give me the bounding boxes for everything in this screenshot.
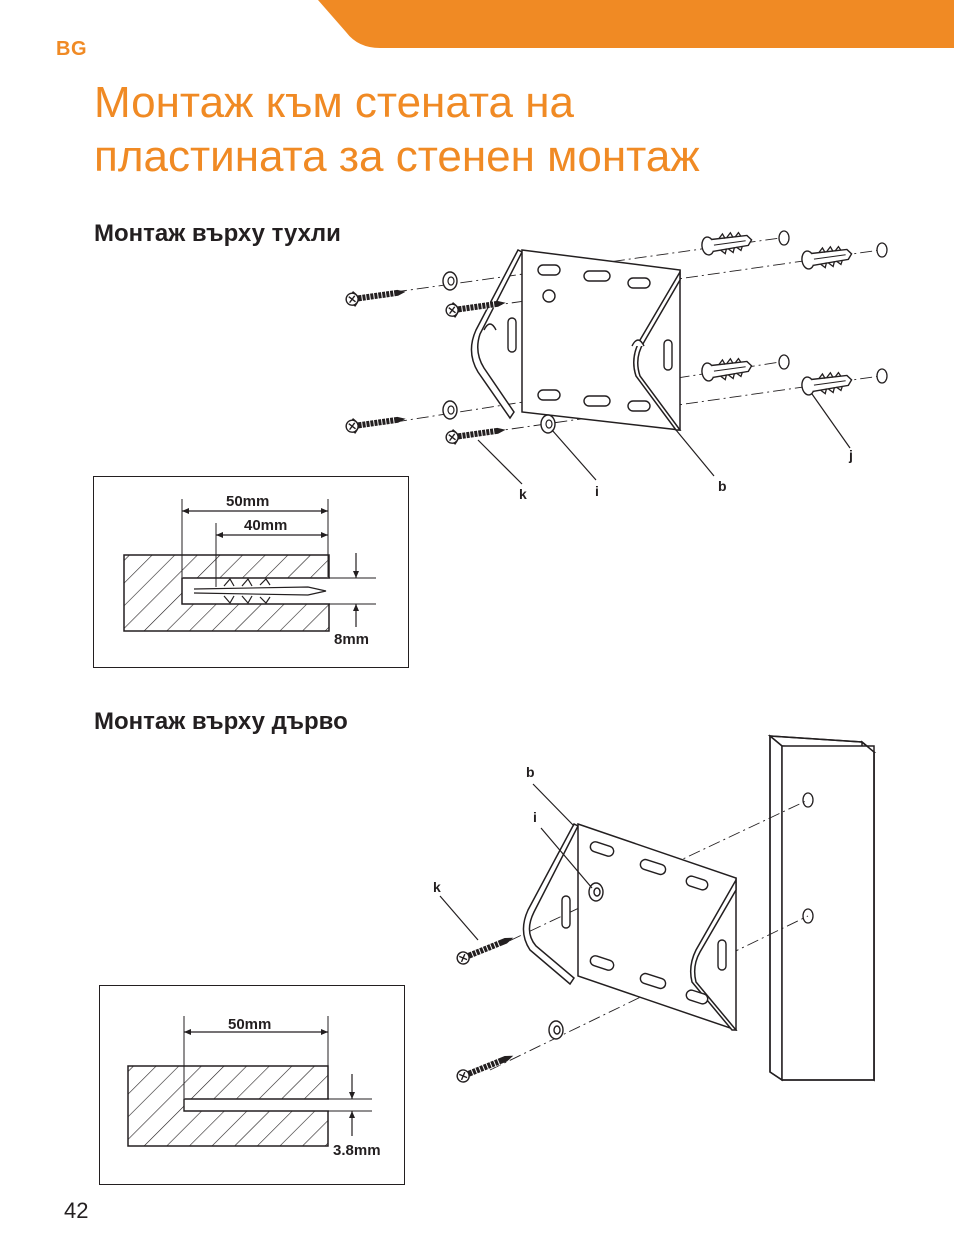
wood-depth-50mm: 50mm (228, 1016, 272, 1033)
wood-section-heading: Монтаж върху дърво (94, 708, 348, 735)
language-tag: BG (56, 38, 87, 60)
brick-mounting-illustration (344, 229, 888, 485)
brick-depth-50mm: 50mm (226, 493, 270, 510)
page-title-line-2: пластината за стенен монтаж (94, 132, 700, 181)
page-title-line-1: Монтаж към стената на (94, 78, 574, 127)
page-title: Монтаж към стената на пластината за стен… (94, 76, 914, 184)
wood-drill-dimension-diagram: 50mm 3.8mm (99, 985, 405, 1185)
callout-k: k (519, 486, 527, 502)
callout-j: j (849, 447, 853, 463)
wood-callout-b: b (526, 764, 535, 780)
wood-callout-k: k (433, 879, 441, 895)
wood-diameter-3-8mm: 3.8mm (333, 1142, 381, 1159)
callout-b: b (718, 478, 727, 494)
page-number: 42 (64, 1198, 89, 1223)
brick-drill-dimension-diagram: 50mm 40mm 8mm (93, 476, 409, 668)
callout-i: i (595, 483, 599, 499)
brick-diameter-8mm: 8mm (334, 631, 370, 648)
brick-depth-40mm: 40mm (244, 517, 288, 534)
header-band (318, 0, 954, 48)
brick-section-heading: Монтаж върху тухли (94, 220, 341, 247)
wood-callout-i: i (533, 809, 537, 825)
